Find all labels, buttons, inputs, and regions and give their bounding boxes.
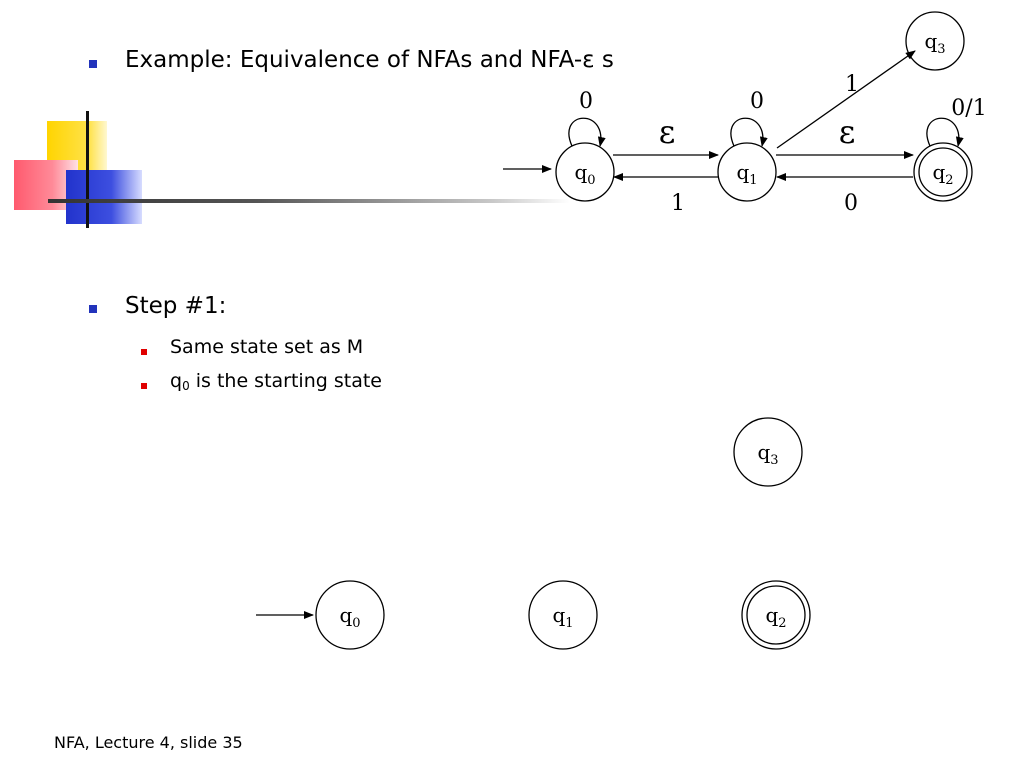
sub-bullet-same-state-set: Same state set as M [170,336,364,358]
decor-vertical-line [86,111,89,228]
decor-blue-square [66,170,142,224]
svg-text:q0: q0 [574,160,595,188]
loop-q0 [568,117,606,147]
edge-q1-q3-label: 1 [845,72,859,97]
edge-q1-q0-label: 1 [671,191,685,216]
sub-bullet-starting-state: q0 is the starting state [170,370,382,393]
svg-text:q1: q1 [736,160,757,188]
nfa-epsilon-diagram: q0 q1 q2 q3 0 0 0/1 ε 1 ε [503,11,987,216]
state-q1: q1 [717,142,777,202]
state-q2-accepting: q2 [913,142,973,202]
state-q0-bottom: q0 [315,580,385,650]
edge-q2-q1-label: 0 [844,191,858,216]
slide-footer: NFA, Lecture 4, slide 35 [54,733,243,752]
loop-q2 [926,117,964,147]
bullet-example: Example: Equivalence of NFAs and NFA-ε s [125,47,614,73]
svg-text:q0: q0 [339,603,360,631]
svg-text:q3: q3 [757,440,778,468]
edge-q1-q3 [776,50,916,149]
loop-q0-label: 0 [579,89,593,114]
nfa-construction-diagram: q0 q1 q2 q3 [256,417,811,650]
state-q3-bottom: q3 [733,417,803,487]
bullet-marker [89,60,97,68]
edge-q1-q2-label: ε [839,113,856,151]
edge-q0-q1-label: ε [659,113,676,151]
title-underline [48,199,570,203]
svg-text:q3: q3 [924,29,945,57]
svg-text:q2: q2 [932,160,953,188]
loop-q1-label: 0 [750,89,764,114]
state-q0: q0 [555,142,615,202]
sub-bullet-marker [141,383,147,389]
sub-bullet-marker [141,349,147,355]
bullet-marker [89,305,97,313]
state-q1-bottom: q1 [528,580,598,650]
state-q2-bottom-accepting: q2 [741,580,811,650]
svg-text:q1: q1 [552,603,573,631]
state-q3: q3 [905,11,965,71]
bullet-step-1: Step #1: [125,293,227,319]
loop-q1 [730,117,768,147]
loop-q2-label: 0/1 [951,96,986,121]
svg-text:q2: q2 [765,603,786,631]
